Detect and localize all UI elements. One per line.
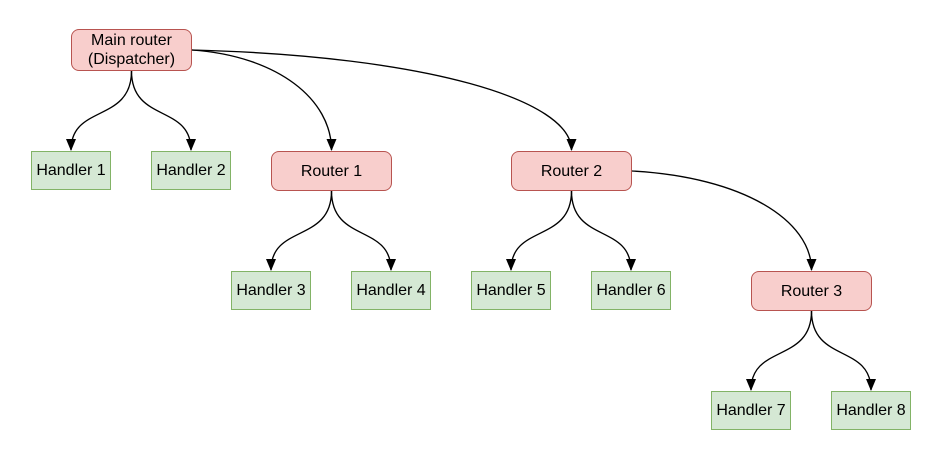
node-router-2-label-line-1: Router 2: [540, 162, 603, 180]
node-handler-3-label-line-1: Handler 3: [236, 282, 306, 299]
node-handler-5-label-line-1: Handler 5: [476, 282, 546, 299]
edge-main-router-to-router-1: [191, 49, 337, 151]
node-handler-4: Handler 4: [351, 271, 431, 310]
edge-router-3-to-handler-8: [810, 310, 876, 391]
node-handler-1-label-line-1: Handler 1: [36, 162, 106, 179]
node-router-1-label-line-1: Router 1: [300, 162, 363, 180]
edge-router-3-to-handler-7: [746, 310, 813, 391]
node-handler-5: Handler 5: [471, 271, 551, 310]
node-handler-6: Handler 6: [591, 271, 671, 310]
edge-router-2-to-handler-6: [570, 190, 636, 271]
edge-main-router-to-handler-2: [130, 70, 196, 151]
node-handler-8: Handler 8: [831, 391, 911, 430]
node-handler-7: Handler 7: [711, 391, 791, 430]
node-handler-1: Handler 1: [31, 151, 111, 190]
edge-router-2-to-handler-5: [506, 190, 573, 271]
node-router-3: Router 3: [751, 271, 872, 311]
edge-main-router-to-handler-1: [66, 70, 133, 151]
node-handler-8-label-line-1: Handler 8: [836, 402, 906, 419]
node-handler-2: Handler 2: [151, 151, 231, 190]
node-main-router: Main router (Dispatcher): [71, 29, 192, 71]
edge-router-2-to-router-3: [631, 170, 817, 271]
node-handler-4-label-line-1: Handler 4: [356, 282, 426, 299]
node-main-router-label-line-2: (Dispatcher): [87, 51, 176, 68]
node-router-3-label-line-1: Router 3: [780, 282, 843, 300]
node-router-2: Router 2: [511, 151, 632, 191]
node-main-router-label-line-1: Main router: [91, 32, 172, 49]
edge-main-router-to-router-2: [191, 49, 577, 151]
node-router-1: Router 1: [271, 151, 392, 191]
node-handler-6-label-line-1: Handler 6: [596, 282, 666, 299]
edge-router-1-to-handler-3: [266, 190, 333, 271]
node-handler-2-label-line-1: Handler 2: [156, 162, 226, 179]
node-handler-3: Handler 3: [231, 271, 311, 310]
node-handler-7-label-line-1: Handler 7: [716, 402, 786, 419]
edge-group: [66, 49, 876, 391]
edge-router-1-to-handler-4: [330, 190, 396, 271]
